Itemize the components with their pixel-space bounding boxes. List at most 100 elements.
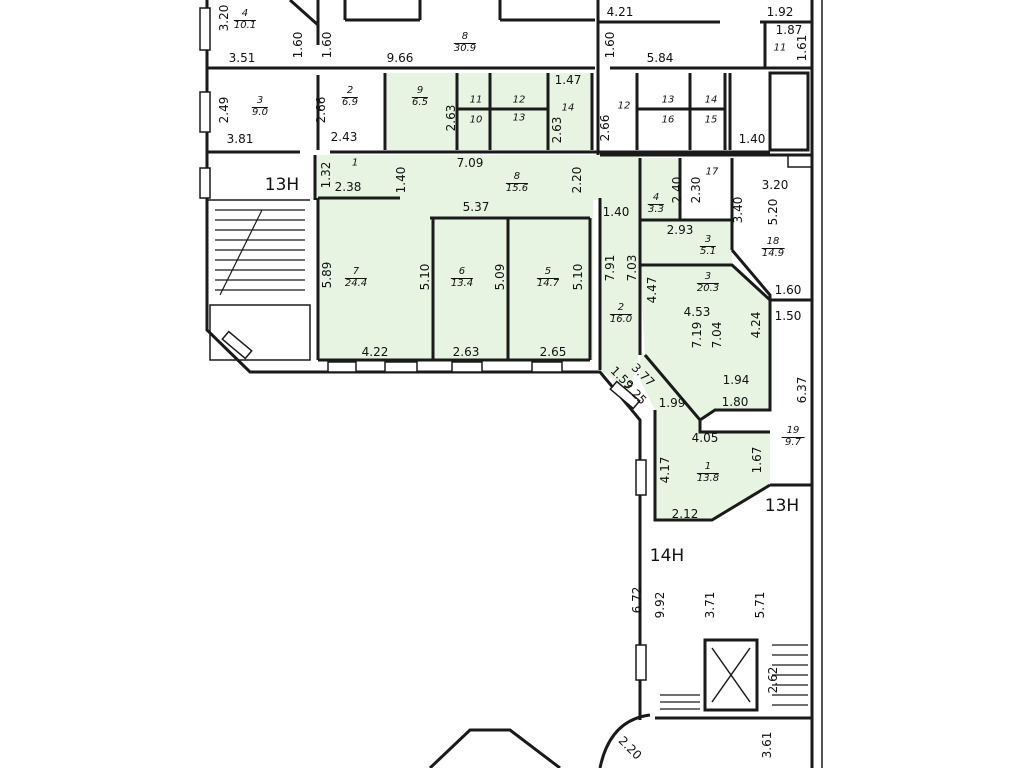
room-number: 4: [647, 192, 665, 205]
room-area: 9.7: [785, 436, 801, 448]
dimension-label: 5.09: [493, 263, 507, 291]
room-area: 16.0: [609, 313, 633, 325]
dimension-label: 7.19: [690, 321, 704, 349]
room-number-label: 14: [704, 94, 718, 106]
room-area: 10.1: [233, 19, 257, 31]
dimension-label: 2.66: [314, 96, 328, 124]
dimension-label: 5.10: [571, 263, 585, 291]
room-number-label: 13: [512, 112, 526, 124]
room-area: 13.4: [450, 277, 474, 289]
room-number: 19: [781, 425, 805, 438]
room-area: 5.1: [700, 245, 716, 257]
room-number-label: 12: [512, 94, 526, 106]
dimension-label: 3.40: [731, 196, 745, 224]
room-number-label: 10: [469, 114, 483, 126]
room-number-label: 16: [661, 114, 675, 126]
dimension-label: 3.81: [226, 132, 254, 146]
room-number-label: 14: [561, 102, 575, 114]
unit-label: 13H: [264, 175, 300, 195]
dimension-label: 4.21: [606, 5, 634, 19]
room-area: 24.4: [344, 277, 368, 289]
room-number-label: 12: [617, 100, 631, 112]
room-number: 2: [341, 85, 359, 98]
room-area: 6.9: [342, 96, 358, 108]
dimension-label: 2.63: [550, 116, 564, 144]
dimension-label: 1.92: [766, 5, 794, 19]
room-number: 1: [696, 461, 720, 474]
dimension-label: 5.37: [462, 200, 490, 214]
room-number: 9: [411, 85, 429, 98]
dimension-label: 2.40: [670, 176, 684, 204]
dimension-label: 9.92: [653, 591, 667, 619]
room-number: 8: [453, 31, 477, 44]
dimension-label: 1.80: [721, 395, 749, 409]
dimension-label: 1.61: [795, 34, 809, 62]
dimension-label: 5.10: [418, 263, 432, 291]
dimension-label: 2.20: [570, 166, 584, 194]
dimension-label: 2.49: [217, 96, 231, 124]
room-area: 15.6: [505, 182, 529, 194]
dimension-label: 4.47: [645, 276, 659, 304]
dimension-label: 4.24: [749, 311, 763, 339]
room-number-label: 17: [705, 166, 719, 178]
room-number: 18: [761, 236, 785, 249]
room-number-label: 15: [704, 114, 718, 126]
dimension-label: 5.84: [646, 51, 674, 65]
dimension-label: 1.67: [750, 446, 764, 474]
dimension-label: 4.05: [691, 431, 719, 445]
dimension-label: 3.20: [761, 178, 789, 192]
dimension-label: 4.53: [683, 305, 711, 319]
dimension-label: 2.65: [539, 345, 567, 359]
room-number-label: 11: [773, 42, 787, 54]
dimension-label: 1.60: [603, 31, 617, 59]
dimension-label: 2.43: [330, 130, 358, 144]
dimension-label: 5.20: [766, 198, 780, 226]
dimension-label: 3.71: [703, 591, 717, 619]
dimension-label: 7.91: [603, 254, 617, 282]
dimension-label: 2.62: [766, 666, 780, 694]
dimension-label: 9.66: [386, 51, 414, 65]
dimension-label: 7.04: [710, 321, 724, 349]
dimension-label: 3.51: [228, 51, 256, 65]
dimension-label: 1.32: [319, 161, 333, 189]
dimension-label: 1.87: [775, 23, 803, 37]
dimension-label: 1.50: [774, 309, 802, 323]
stairs: [215, 209, 808, 710]
dimension-label: 7.09: [456, 156, 484, 170]
room-number: 7: [344, 266, 368, 279]
windows: [199, 7, 647, 681]
room-number: 2: [609, 302, 633, 315]
dimension-label: 5.71: [753, 591, 767, 619]
room-number-label: 1: [351, 157, 359, 169]
dimension-label: 7.03: [625, 254, 639, 282]
dimension-label: 1.60: [774, 283, 802, 297]
room-number: 6: [450, 266, 474, 279]
dimension-label: 1.47: [554, 73, 582, 87]
unit-label: 14H: [649, 546, 685, 566]
room-area: 30.9: [453, 42, 477, 54]
room-number-label: 13: [661, 94, 675, 106]
room-number: 3: [696, 271, 720, 284]
dimension-label: 2.30: [689, 176, 703, 204]
room-area: 9.0: [252, 106, 268, 118]
room-area: 14.9: [761, 247, 785, 259]
dimension-label: 1.99: [658, 396, 686, 410]
unit-13h-area: [315, 73, 770, 520]
room-area: 6.5: [412, 96, 428, 108]
room-number: 5: [536, 266, 560, 279]
room-number: 8: [505, 171, 529, 184]
